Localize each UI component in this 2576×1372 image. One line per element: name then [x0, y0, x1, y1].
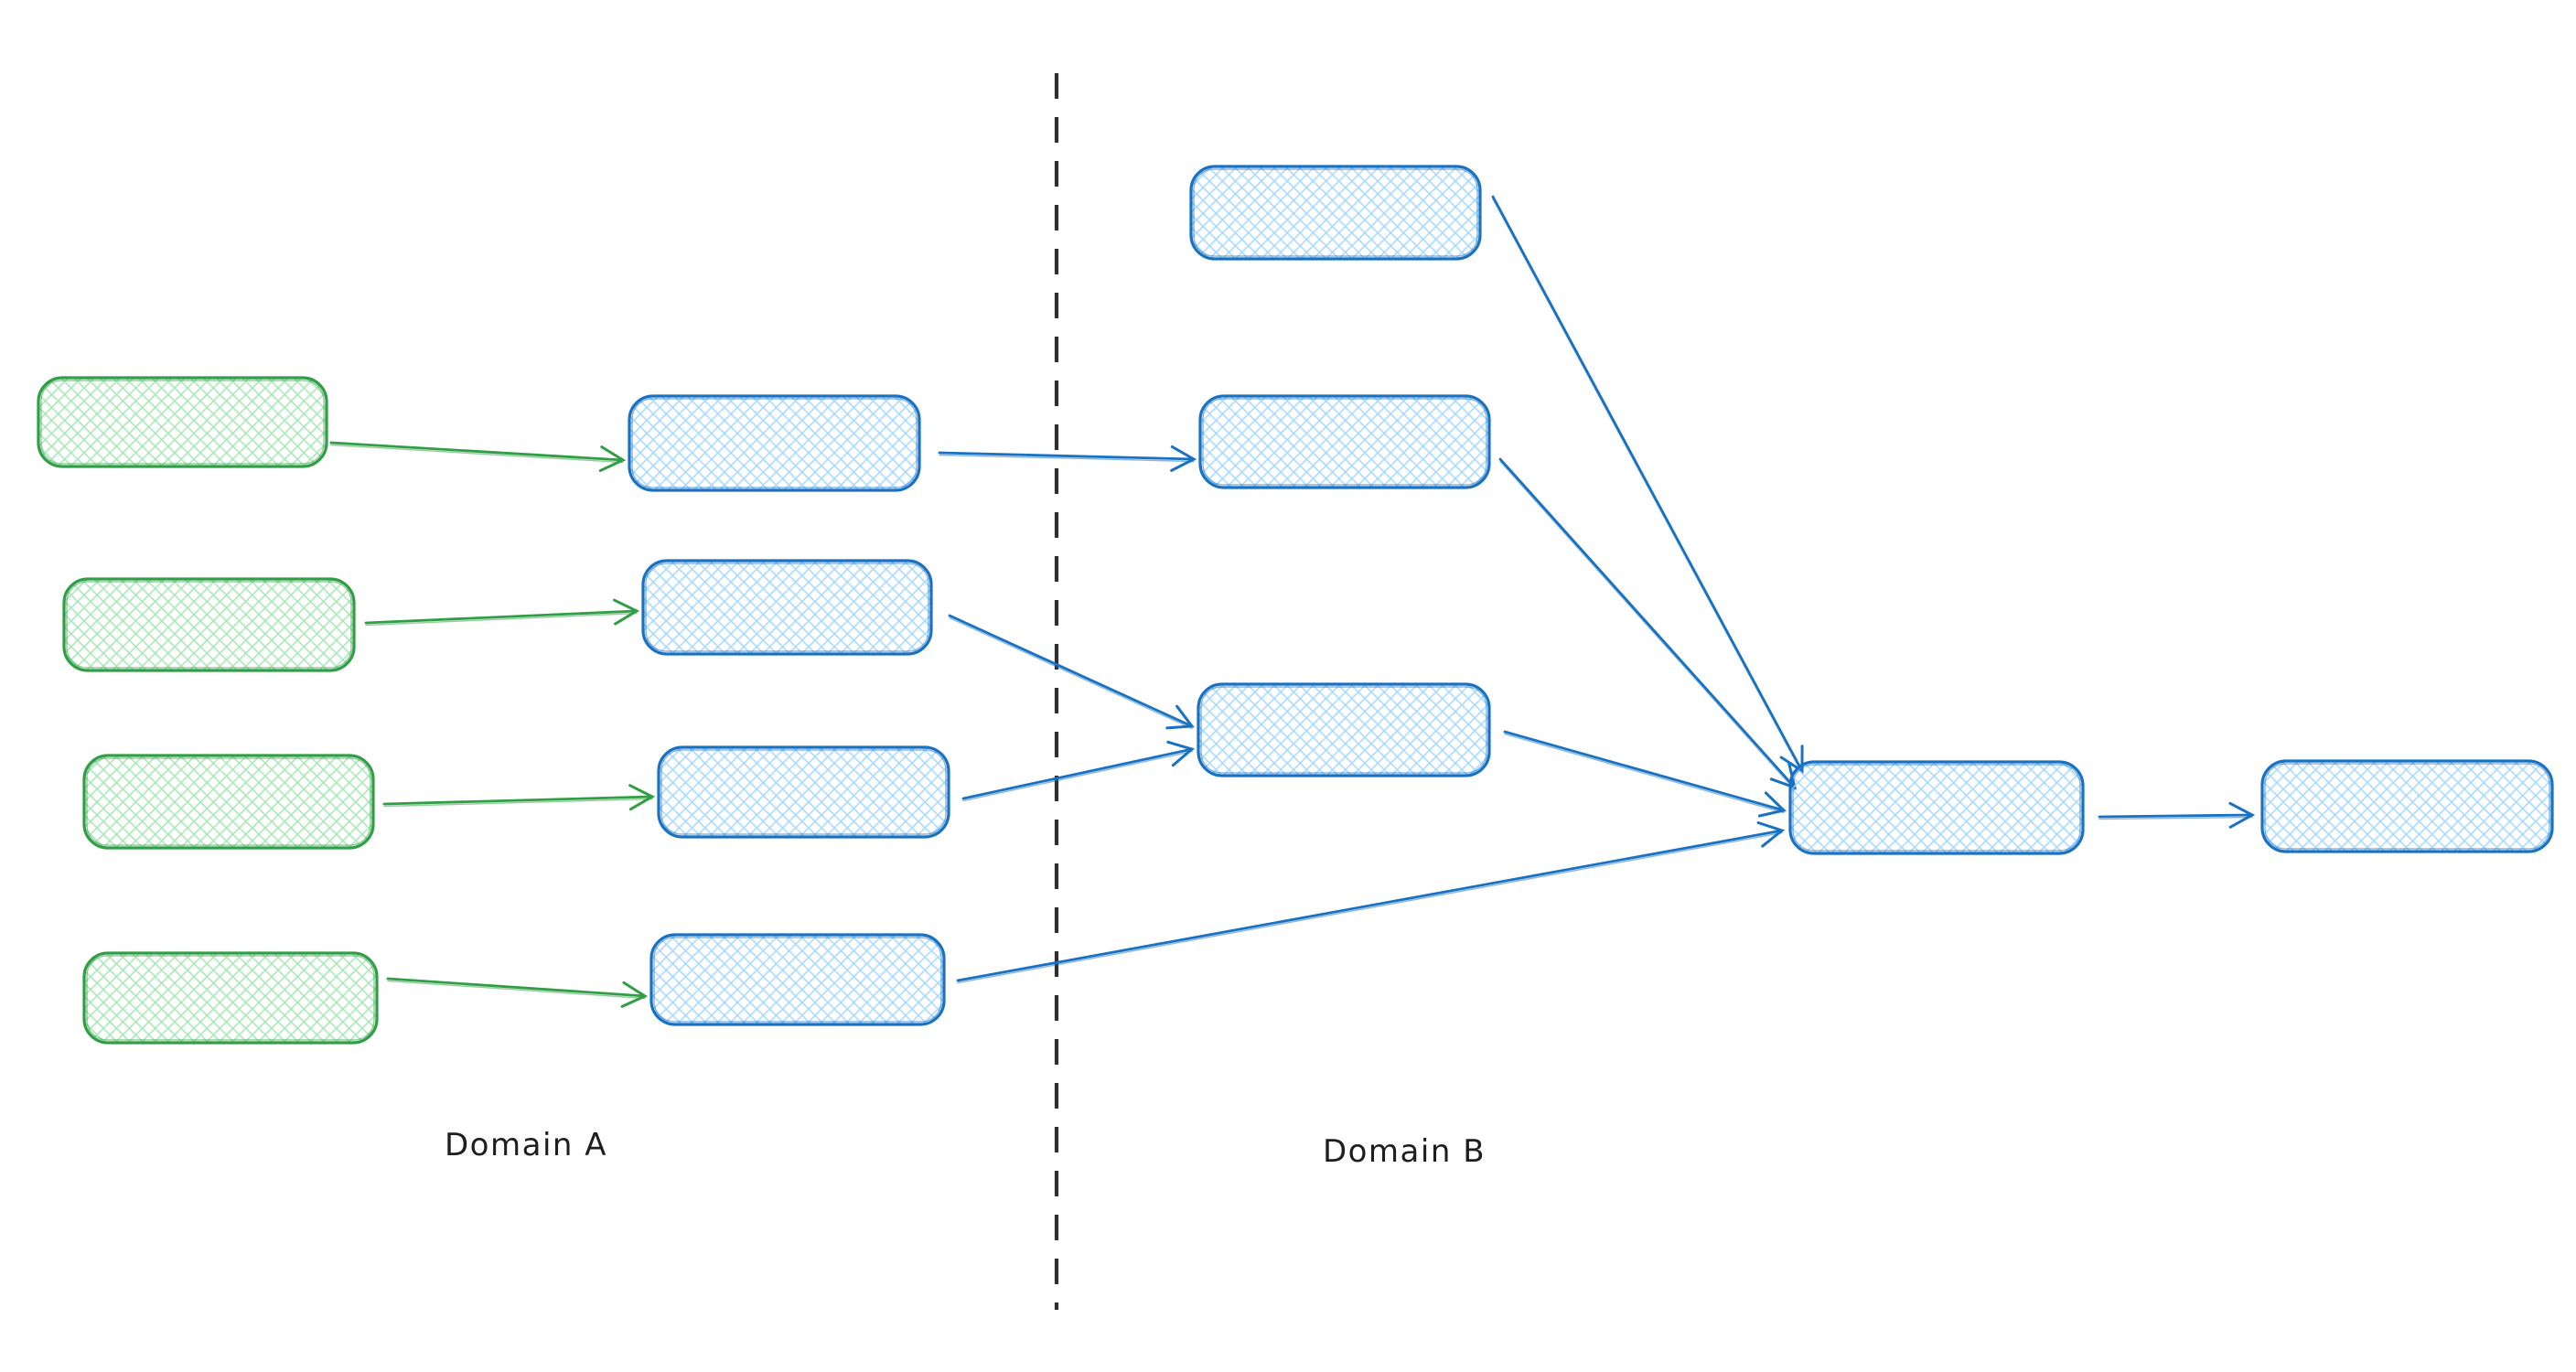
- node-domain-a-stage-4: [649, 933, 946, 1026]
- node-domain-b-top: [1189, 165, 1482, 261]
- edge-merge-to-final: [2098, 801, 2256, 829]
- edges-layer: [329, 195, 2256, 1008]
- edge-middle-to-merge: [1503, 730, 1787, 818]
- node-domain-a-stage-1: [628, 394, 921, 492]
- node-domain-a-source-1: [37, 376, 328, 468]
- node-domain-b-merge: [1788, 760, 2085, 855]
- edge-upper-to-merge: [1498, 457, 1798, 791]
- edge-stage2-to-middle: [948, 614, 1195, 730]
- node-domain-a-source-2: [62, 577, 356, 672]
- edge-source4-to-stage4: [386, 977, 649, 1008]
- nodes-layer: [37, 165, 2554, 1045]
- domain-b-label: Domain B: [1323, 1133, 1486, 1170]
- node-domain-a-source-4: [82, 951, 379, 1045]
- edge-stage1-to-upper: [938, 445, 1197, 472]
- node-domain-a-stage-2: [641, 559, 933, 656]
- node-domain-b-final: [2260, 759, 2554, 853]
- edge-stage3-to-middle: [961, 740, 1196, 802]
- node-domain-a-source-3: [82, 754, 375, 850]
- edge-source2-to-stage2: [364, 598, 640, 627]
- node-domain-a-stage-3: [657, 745, 950, 839]
- node-domain-b-middle: [1197, 682, 1491, 777]
- edge-stage4-to-merge: [956, 821, 1786, 984]
- edge-top-to-merge: [1491, 195, 1804, 775]
- edge-source1-to-stage1: [329, 441, 627, 473]
- domain-a-label: Domain A: [445, 1127, 607, 1163]
- node-domain-b-upper: [1198, 394, 1491, 489]
- edge-source3-to-stage3: [382, 784, 656, 811]
